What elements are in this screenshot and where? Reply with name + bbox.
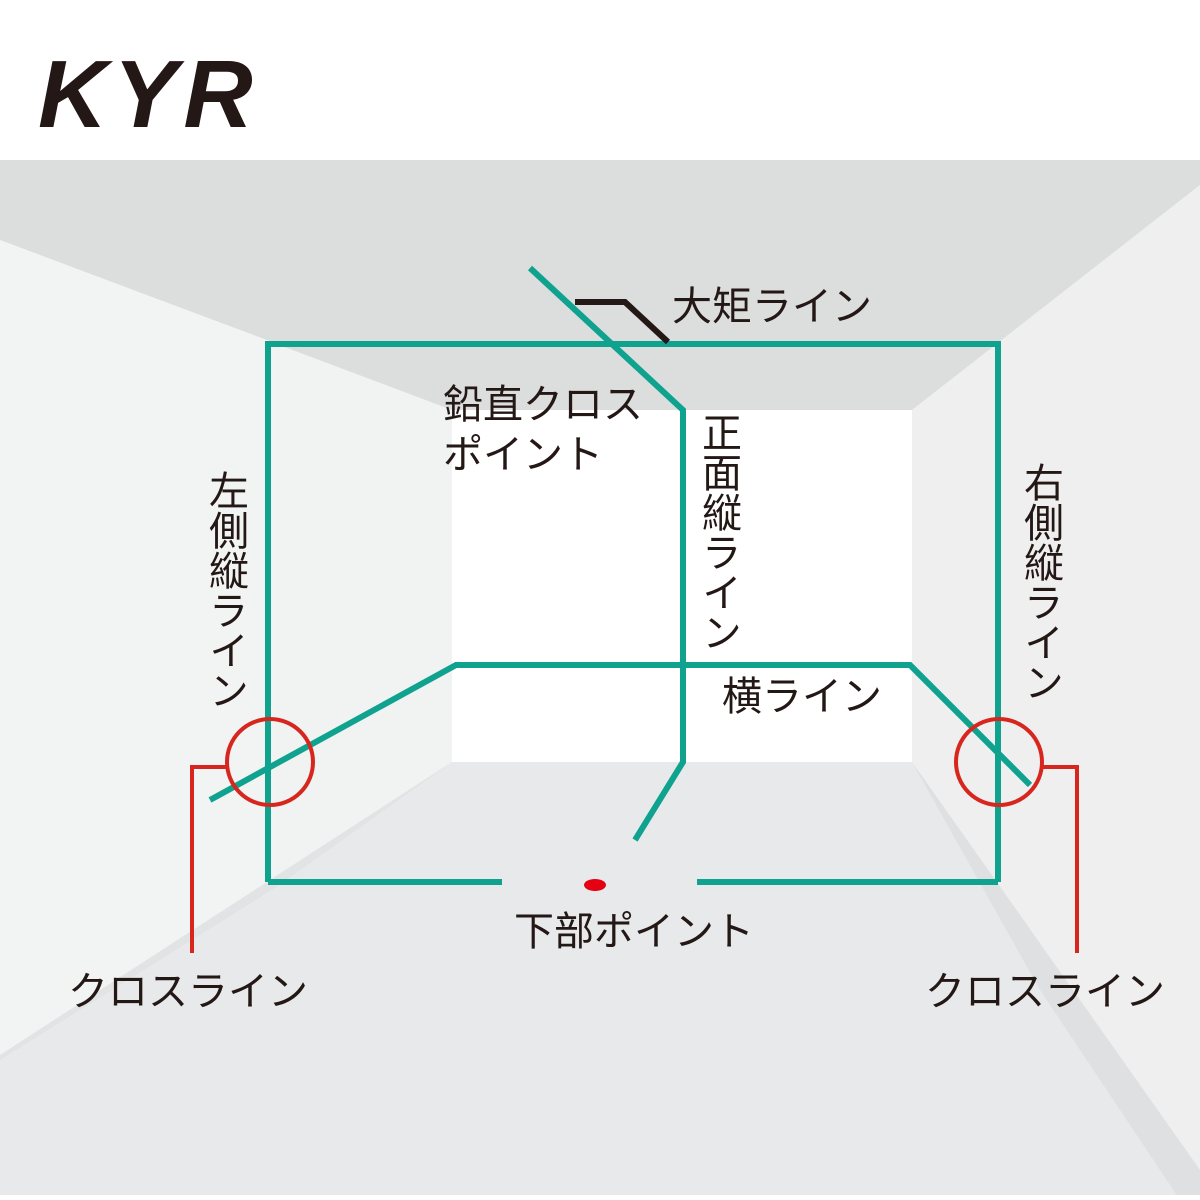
left-floor-shade bbox=[0, 762, 452, 1060]
laser-frame bbox=[265, 341, 1001, 882]
left-vertical-line-label: 左側縦ライン bbox=[202, 470, 249, 710]
ceiling-line-callout bbox=[575, 299, 671, 345]
right-cross-leader bbox=[1042, 765, 1079, 953]
vertical-cross-point-label-2: ポイント bbox=[443, 432, 603, 478]
ceiling bbox=[0, 160, 1200, 410]
laser-lines bbox=[208, 265, 1033, 885]
cross-markers bbox=[190, 717, 1079, 953]
right-floor-shade bbox=[912, 762, 1200, 1200]
laser-front-vertical bbox=[527, 265, 686, 842]
cross-line-label-right: クロスライン bbox=[925, 969, 1165, 1015]
right-wall bbox=[912, 185, 1200, 1170]
left-cross-leader bbox=[190, 765, 228, 953]
right-cross-circle bbox=[954, 717, 1044, 807]
brand-logo: KYR bbox=[38, 41, 259, 148]
cross-line-label-left: クロスライン bbox=[68, 969, 308, 1015]
ceiling-line-label: 大矩ライン bbox=[672, 284, 872, 330]
horizontal-line-label: 横ライン bbox=[722, 674, 882, 720]
bottom-point-label: 下部ポイント bbox=[514, 909, 754, 955]
bottom-point-dot bbox=[584, 879, 606, 891]
left-cross-circle bbox=[225, 717, 315, 807]
laser-horizontal bbox=[208, 662, 1033, 803]
right-vertical-line-label: 右側縦ライン bbox=[1017, 462, 1064, 702]
vertical-cross-point-label-1: 鉛直クロス bbox=[443, 382, 643, 428]
left-wall-near bbox=[0, 240, 275, 1055]
front-vertical-line-label: 正面縦ライン bbox=[695, 412, 741, 652]
bottom-margin bbox=[0, 1195, 1200, 1200]
